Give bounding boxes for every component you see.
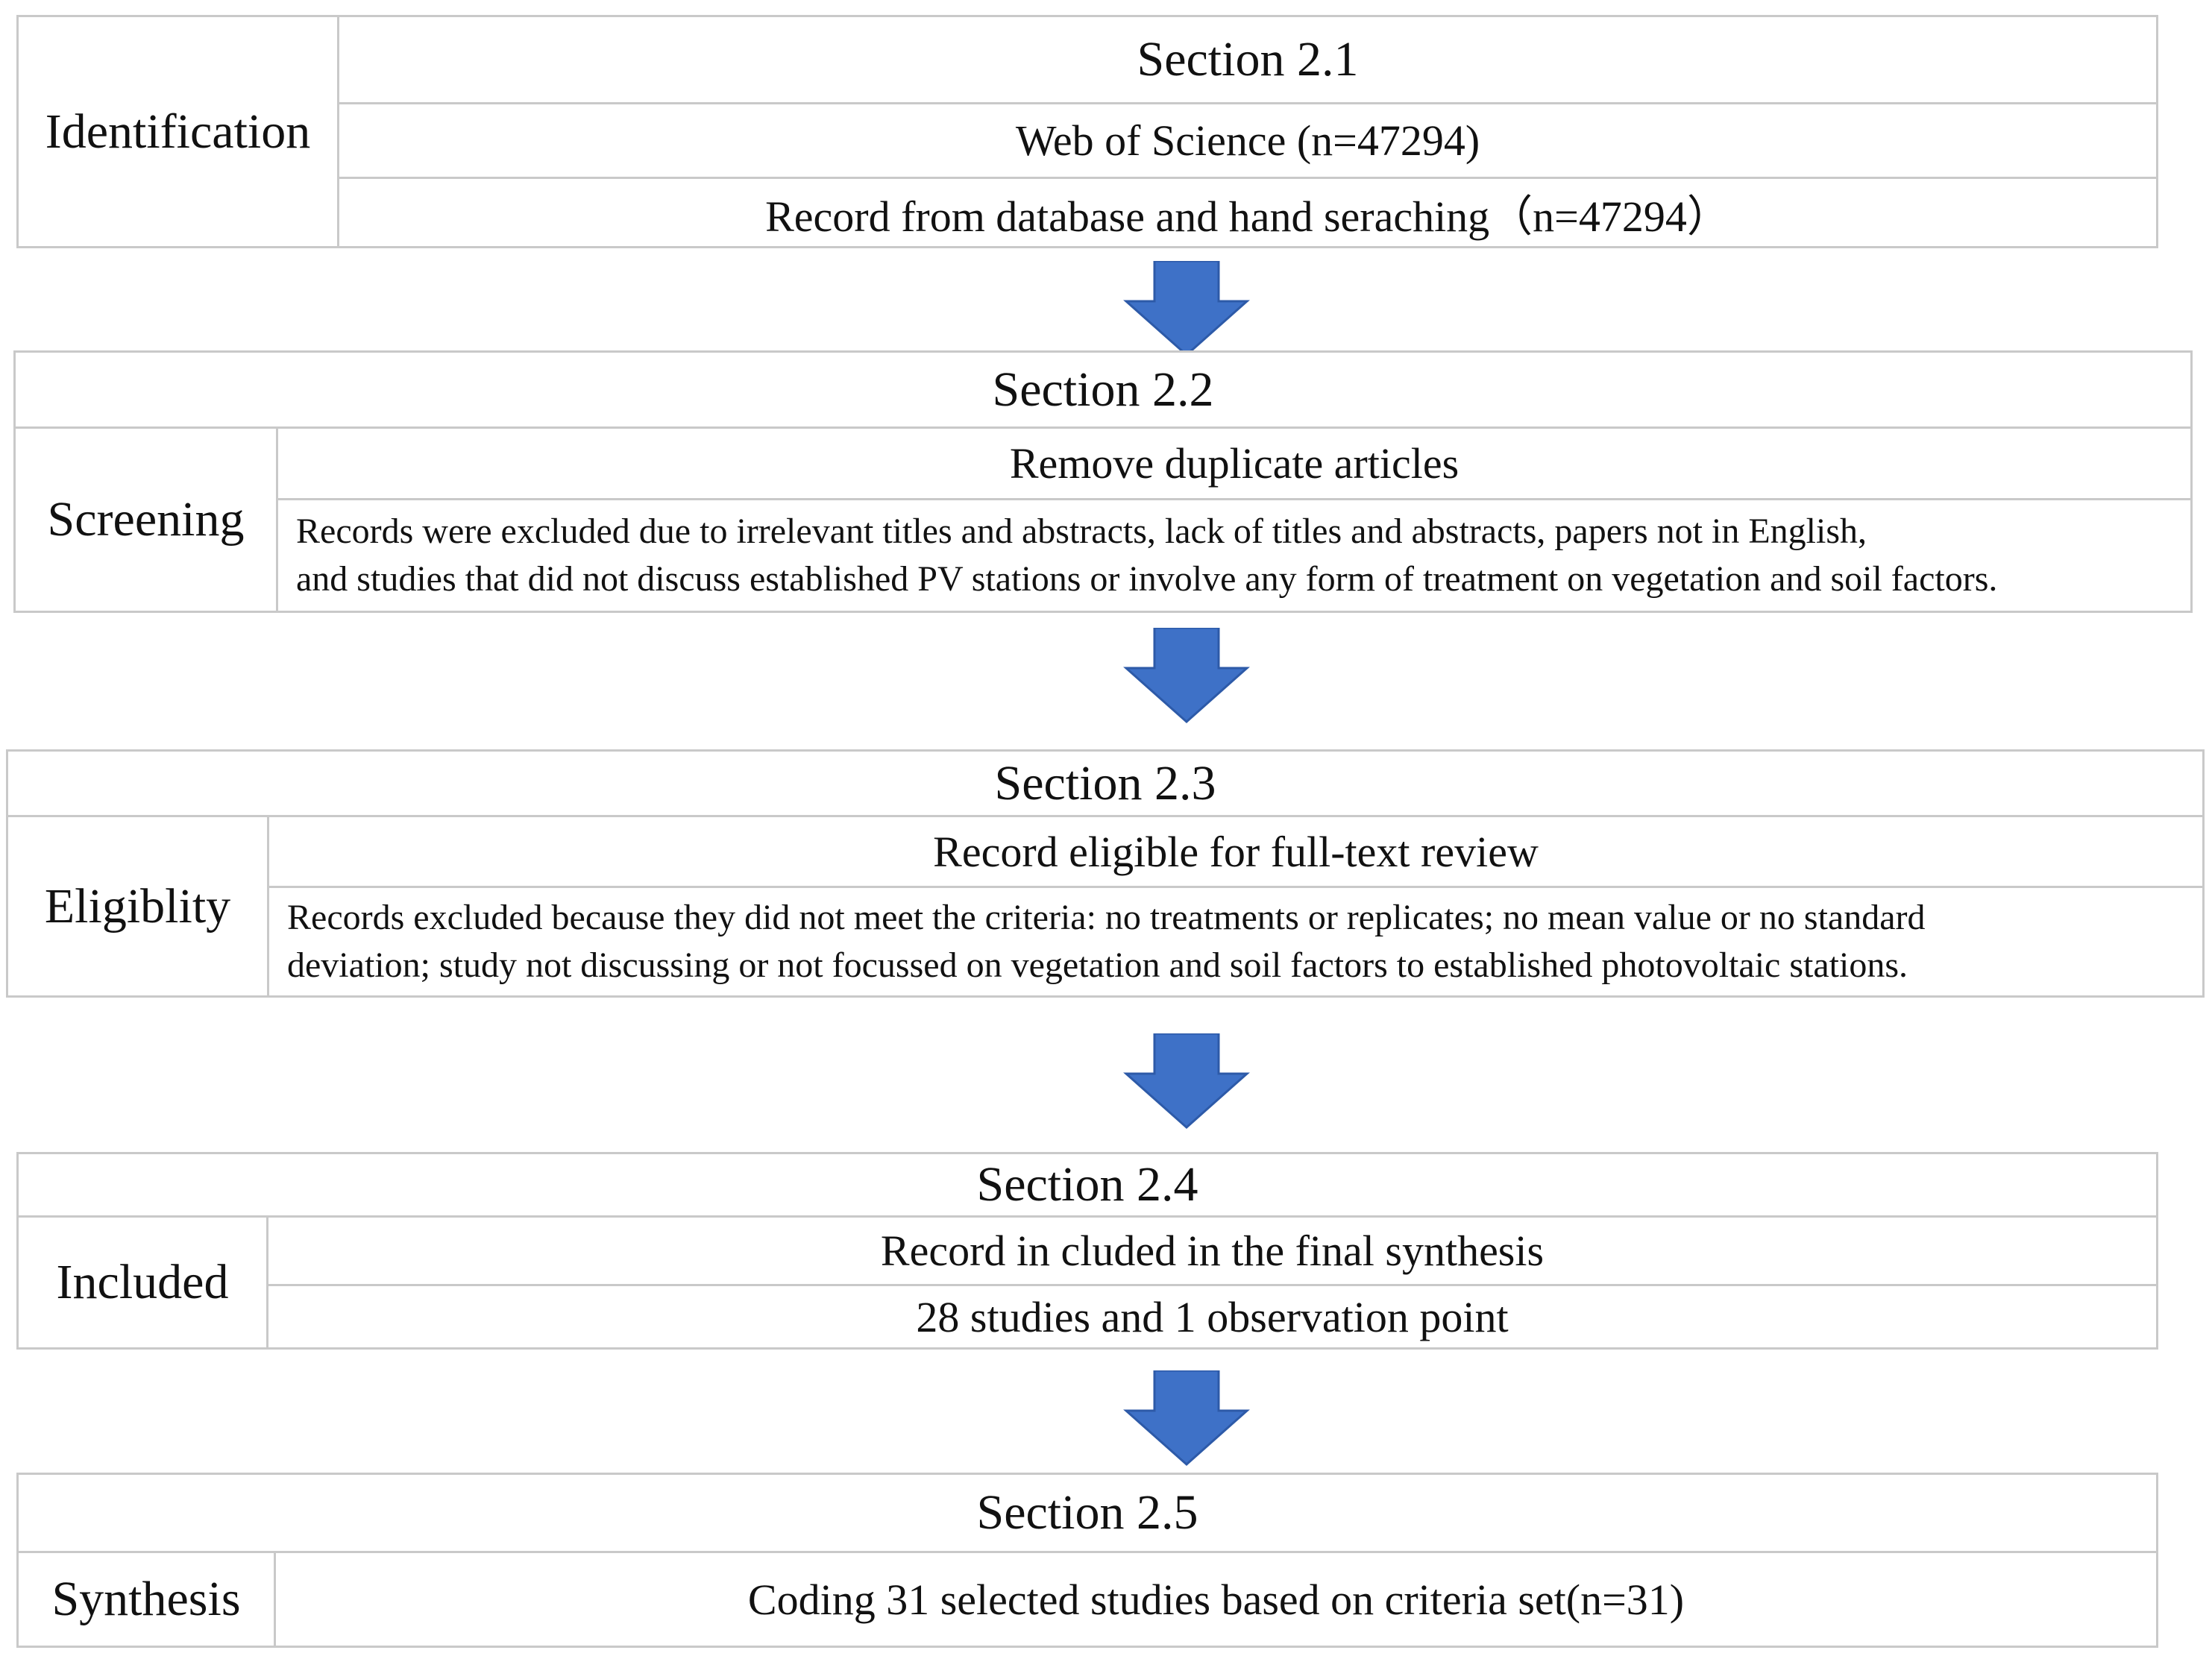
full-text-review-row: Record eligible for full-text review xyxy=(269,817,2202,888)
stage-synthesis: Section 2.5 Synthesis Coding 31 selected… xyxy=(16,1473,2158,1648)
down-arrow-icon xyxy=(1123,628,1250,724)
screening-exclusion-line-1: Records were excluded due to irrelevant … xyxy=(296,511,1867,551)
coding-studies-row: Coding 31 selected studies based on crit… xyxy=(747,1575,1685,1624)
screening-exclusion-line-2: and studies that did not discuss establi… xyxy=(296,559,1998,599)
studies-count-row: 28 studies and 1 observation point xyxy=(916,1292,1509,1341)
stage-screening: Section 2.2 Screening Remove duplicate a… xyxy=(13,350,2193,613)
stage-label-eligibility: Eligiblity xyxy=(8,817,269,995)
down-arrow-icon xyxy=(1123,261,1250,357)
eligibility-exclusion-line-2: deviation; study not discussing or not f… xyxy=(287,945,1908,985)
section-title-2-5: Section 2.5 xyxy=(19,1475,2156,1553)
records-identified-row: Record from database and hand seraching（… xyxy=(765,192,1730,241)
screening-exclusion-text: Records were excluded due to irrelevant … xyxy=(278,500,2190,611)
section-title-2-3: Section 2.3 xyxy=(8,752,2202,817)
down-arrow-icon xyxy=(1123,1033,1250,1130)
stage-label-screening: Screening xyxy=(16,429,278,611)
down-arrow-icon xyxy=(1123,1370,1250,1467)
stage-label-synthesis: Synthesis xyxy=(19,1553,276,1646)
stage-eligibility: Section 2.3 Eligiblity Record eligible f… xyxy=(6,749,2205,998)
stage-included: Section 2.4 Included Record in cluded in… xyxy=(16,1152,2158,1350)
eligibility-exclusion-line-1: Records excluded because they did not me… xyxy=(287,898,1926,937)
stage-label-included: Included xyxy=(19,1218,268,1347)
stage-identification: Identification Section 2.1 Web of Scienc… xyxy=(16,15,2158,248)
remove-duplicates-row: Remove duplicate articles xyxy=(278,429,2190,500)
final-synthesis-row: Record in cluded in the final synthesis xyxy=(268,1218,2156,1286)
source-row-web-of-science: Web of Science (n=47294) xyxy=(339,104,2156,179)
stage-label-identification: Identification xyxy=(19,17,339,246)
section-title-2-1: Section 2.1 xyxy=(339,17,2156,104)
section-title-2-4: Section 2.4 xyxy=(19,1154,2156,1218)
section-title-2-2: Section 2.2 xyxy=(16,353,2190,429)
eligibility-exclusion-text: Records excluded because they did not me… xyxy=(269,888,2202,995)
